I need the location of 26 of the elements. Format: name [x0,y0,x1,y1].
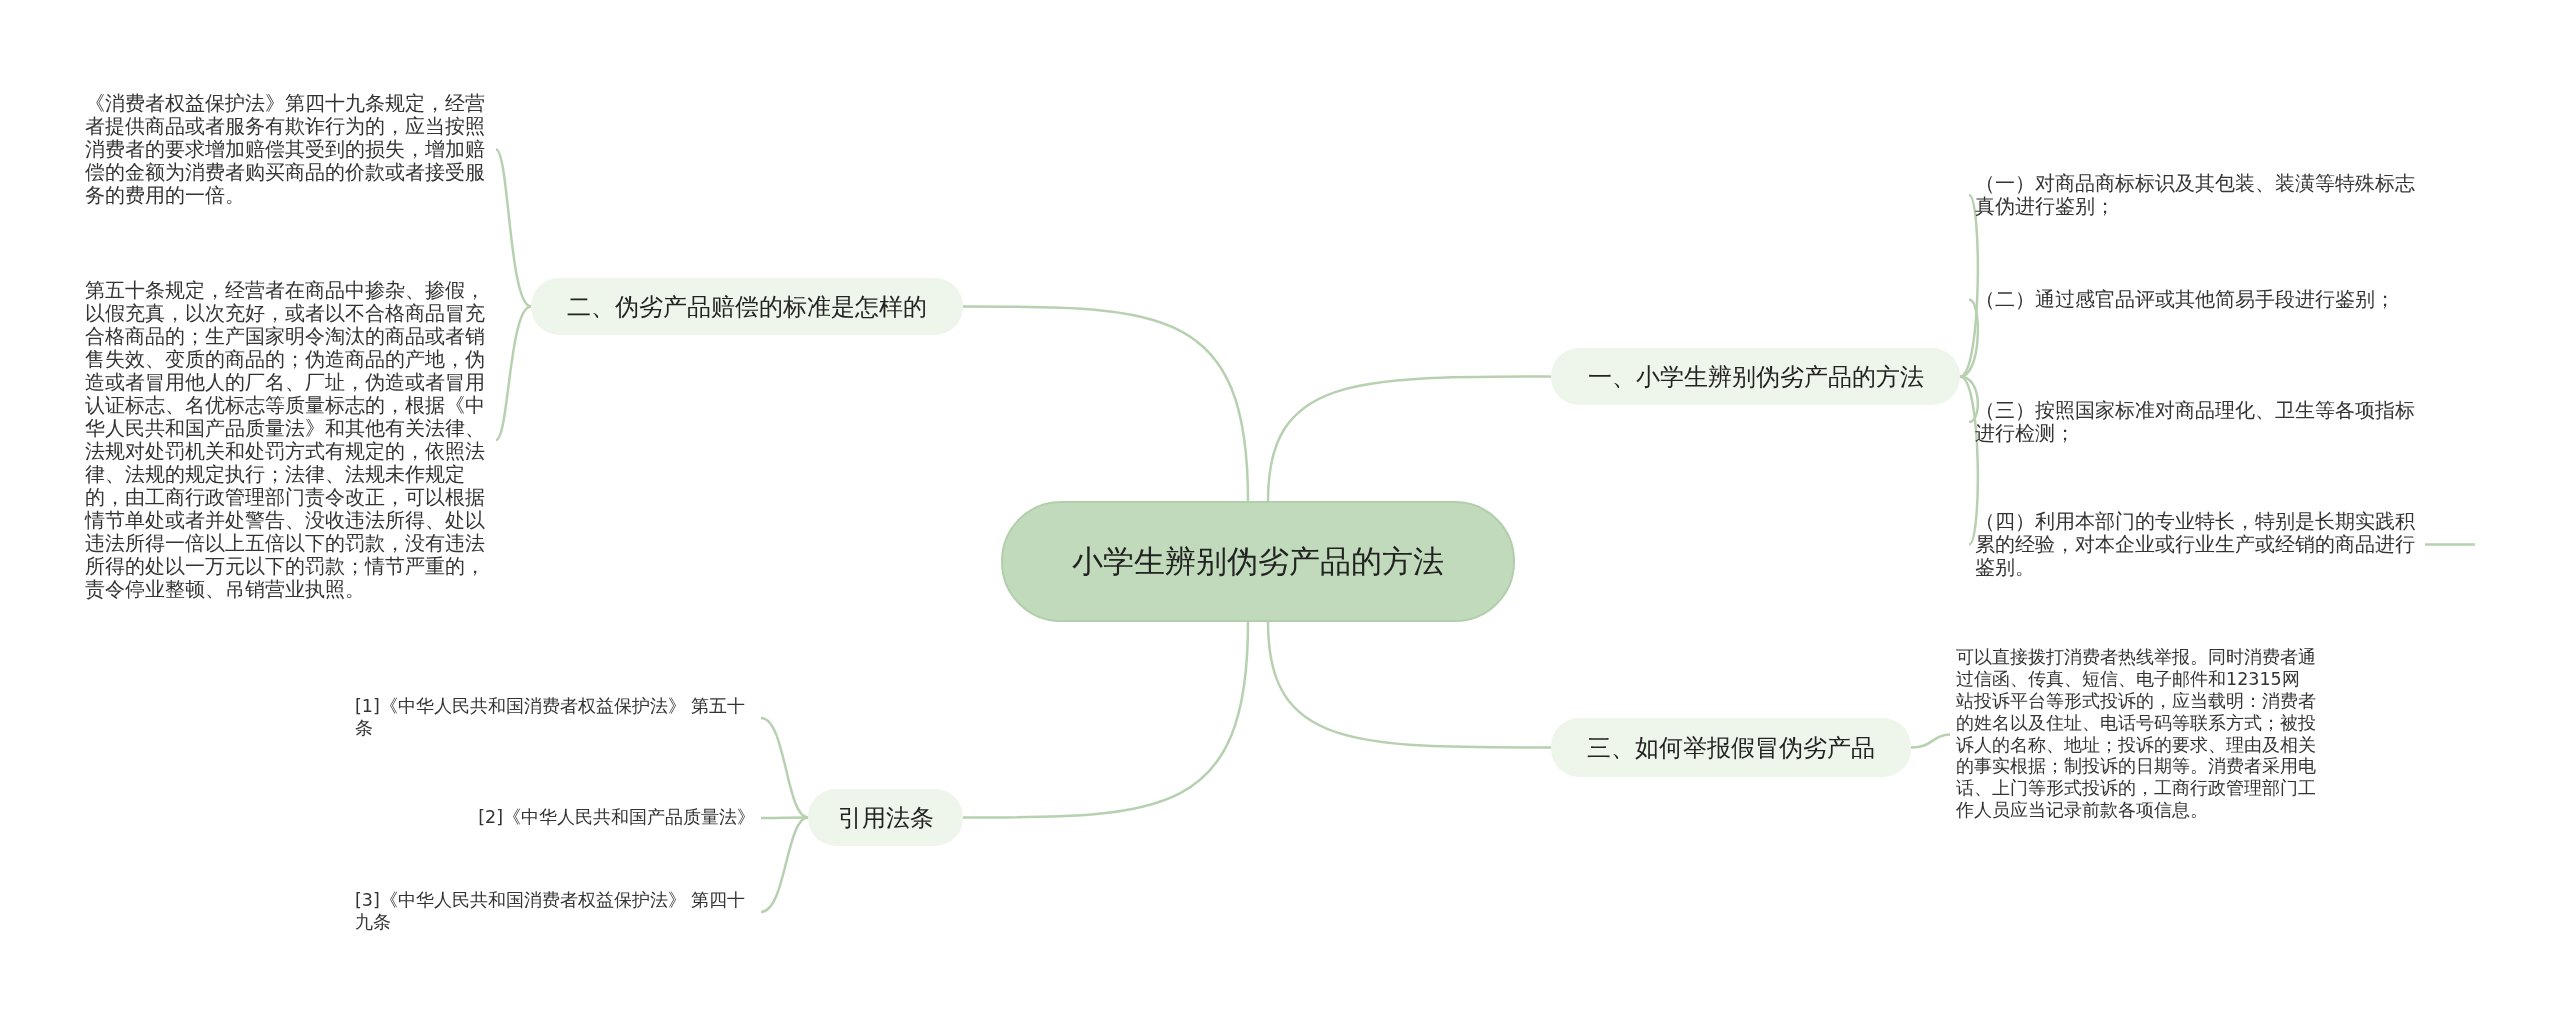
connector-line [1959,375,1980,546]
connector-line [1910,733,1951,749]
note-text: （二）通过感官品评或其他简易手段进行鉴别； [1975,288,2425,311]
connector-line [1959,194,1980,378]
branch-topic: 三、如何举报假冒伪劣产品 [1551,718,1911,777]
connector-line [495,148,532,308]
branch-topic: 引用法条 [808,789,963,846]
connector-line [963,305,1250,502]
note-text: 《消费者权益保护法》第四十九条规定，经营者提供商品或者服务有欺诈行为的，应当按照消费者的要求增加赔偿其受到的损失，增加赔偿的金额为消费者购买商品的价款或者接受服务的费用的一倍。 [85,92,490,207]
note-text: （三）按照国家标准对商品理化、卫生等各项指标进行检测； [1975,399,2425,445]
connector-line [495,305,532,441]
branch-topic: 二、伪劣产品赔偿的标准是怎样的 [531,278,963,335]
connector-line [2425,543,2475,546]
reference-text: [1]《中华人民共和国消费者权益保护法》 第五十条 [355,696,755,740]
reference-text: [3]《中华人民共和国消费者权益保护法》 第四十九条 [355,890,755,934]
connector-line [1266,375,1551,502]
reference-text: [2]《中华人民共和国产品质量法》 [478,807,755,829]
note-text: 第五十条规定，经营者在商品中掺杂、掺假，以假充真，以次充好，或者以不合格商品冒充合格商品的；生产国家明令淘汰的商品或者销售失效、变质的商品的；伪造商品的产地，伪造或者冒用他人的厂名、厂址，伪造或者冒用认证标志、名优标志等质量标志的，根据《中华人民共和国产品质量法》和其他有关法律、法规对处罚机关和处罚方式有规定的，依照法律、法规的规定执行；法律、法规未作规定的，由工商行政管理部门责令改正，可以根据情节单处或者并处警告、没收违法所得、处以违法所得一倍以上五倍以下的罚款，没有违法所得的处以一万元以下的罚款；情节严重的，责令停业整顿、吊销营业执照。 [85,279,490,601]
central-topic: 小学生辨别伪劣产品的方法 [1001,501,1515,622]
connector-line [963,621,1250,819]
connector-line [1266,621,1551,749]
note-text: （四）利用本部门的专业特长，特别是长期实践积累的经验，对本企业或行业生产或经销的商品进行鉴别。 [1975,510,2425,579]
note-text: （一）对商品商标标识及其包装、装潢等特殊标志真伪进行鉴别； [1975,172,2425,218]
connector-line [760,816,809,914]
note-text: 可以直接拨打消费者热线举报。同时消费者通过信函、传真、短信、电子邮件和12315网站投诉平台等形式投诉的，应当载明：消费者的姓名以及住址、电话号码等联系方式；被投诉人的名称、地址；投诉的要求、理由及相关的事实根据；制投诉的日期等。消费者采用电话、上门等形式投诉的，工商行政管理部门工作人员应当记录前款各项信息。 [1956,647,2316,822]
branch-topic: 一、小学生辨别伪劣产品的方法 [1551,348,1960,405]
